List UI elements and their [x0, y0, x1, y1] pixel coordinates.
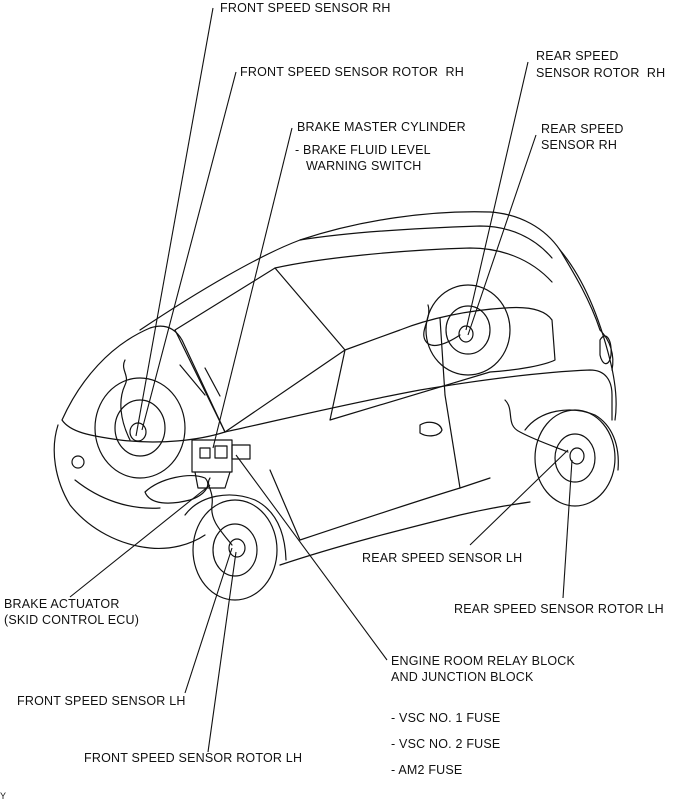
front-lh-sensor-wire	[207, 477, 233, 546]
label-rear-speed-sensor-rh-1: REAR SPEED	[541, 122, 624, 136]
rear-rh-sensor-wire	[423, 304, 461, 347]
label-brake-fluid-level-1: - BRAKE FLUID LEVEL	[295, 143, 431, 157]
label-front-speed-sensor-rotor-lh: FRONT SPEED SENSOR ROTOR LH	[84, 751, 303, 765]
label-front-speed-sensor-lh: FRONT SPEED SENSOR LH	[17, 694, 186, 708]
leader-brake-master-cylinder	[212, 127, 293, 449]
front-wheel	[192, 499, 278, 601]
label-brake-actuator-1: BRAKE ACTUATOR	[4, 597, 120, 611]
front-rh-sensor-wire	[120, 359, 131, 441]
rear-door	[444, 394, 491, 489]
label-fuse-vsc-2: - VSC NO. 2 FUSE	[391, 737, 501, 751]
body-side	[224, 369, 613, 433]
front-rh-wheel-phantom	[94, 377, 186, 479]
label-front-speed-sensor-rotor-rh: FRONT SPEED SENSOR ROTOR RH	[240, 65, 464, 79]
label-brake-master-cylinder: BRAKE MASTER CYLINDER	[297, 120, 466, 134]
label-rear-speed-sensor-lh: REAR SPEED SENSOR LH	[362, 551, 523, 565]
rear-lamp	[599, 335, 612, 365]
label-brake-fluid-level-2: WARNING SWITCH	[306, 159, 422, 173]
leader-front-speed-sensor-rh	[135, 7, 214, 437]
headlight	[144, 475, 209, 504]
rear-hatch	[559, 249, 617, 421]
label-rear-speed-sensor-rotor-rh-1: REAR SPEED	[536, 49, 619, 63]
side-windows	[329, 306, 556, 421]
leader-rear-speed-sensor-rotor-rh	[465, 61, 529, 331]
roof-outline	[139, 211, 601, 331]
label-rear-speed-sensor-rh-2: SENSOR RH	[541, 138, 618, 152]
label-fuse-am2: - AM2 FUSE	[391, 763, 463, 777]
leader-front-speed-sensor-lh	[184, 547, 233, 694]
leader-front-speed-sensor-rotor-lh	[207, 551, 237, 753]
brake-actuator-body	[191, 439, 233, 473]
rear-lh-sensor-wire	[504, 399, 569, 453]
label-engine-room-relay-1: ENGINE ROOM RELAY BLOCK	[391, 654, 576, 668]
leader-rear-speed-sensor-rotor-lh	[562, 459, 573, 599]
windshield	[174, 267, 346, 433]
corner-mark: Y	[0, 791, 7, 801]
rear-rh-wheel-phantom	[425, 284, 511, 376]
leader-rear-speed-sensor-lh	[469, 449, 569, 546]
front-bumper	[53, 424, 206, 550]
rear-wheel	[534, 409, 616, 507]
label-front-speed-sensor-rh: FRONT SPEED SENSOR RH	[220, 1, 391, 15]
hood	[61, 325, 226, 443]
label-rear-speed-sensor-rotor-rh-2: SENSOR ROTOR RH	[536, 66, 666, 80]
leader-rear-speed-sensor-rh	[467, 134, 537, 336]
label-fuse-vsc-1: - VSC NO. 1 FUSE	[391, 711, 501, 725]
leader-brake-actuator	[69, 484, 211, 598]
label-brake-actuator-2: (SKID CONTROL ECU)	[4, 613, 140, 627]
label-engine-room-relay-2: AND JUNCTION BLOCK	[391, 670, 534, 684]
leader-engine-room-relay	[235, 454, 388, 661]
relay-block	[231, 444, 251, 460]
front-door	[269, 469, 461, 541]
leader-front-speed-sensor-rotor-rh	[141, 71, 237, 431]
label-rear-speed-sensor-rotor-lh: REAR SPEED SENSOR ROTOR LH	[454, 602, 664, 616]
